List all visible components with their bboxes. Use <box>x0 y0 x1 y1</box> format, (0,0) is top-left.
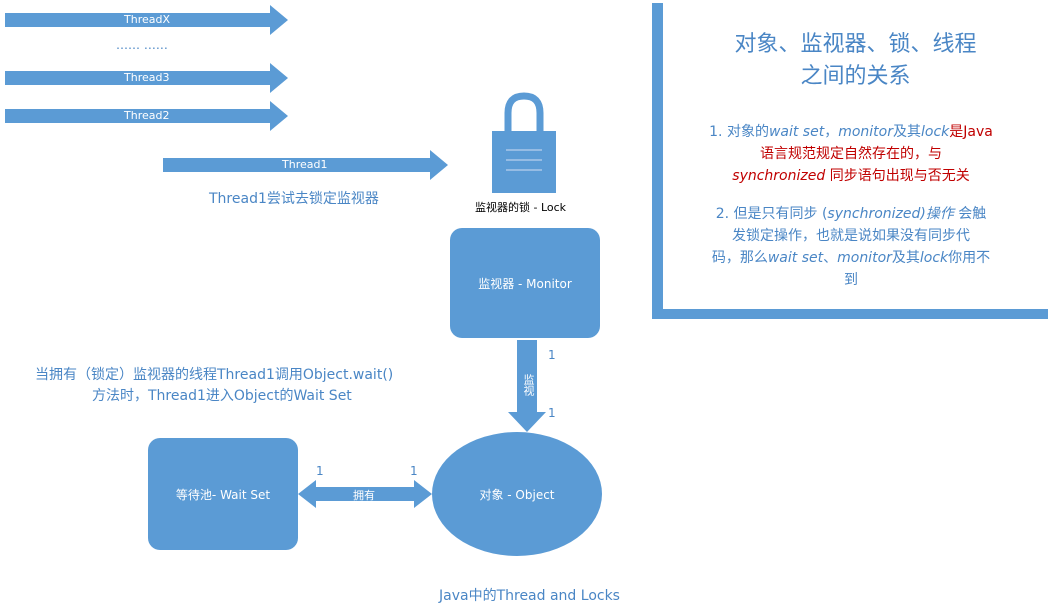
p1-text-i: synchronized <box>732 168 826 184</box>
monitor-arrow-label: 监视 <box>522 374 535 396</box>
wait-note-line2: 方法时，Thread1进入Object的Wait Set <box>92 388 352 404</box>
threadx-label: ThreadX <box>124 13 170 26</box>
thread1-label: Thread1 <box>282 158 328 171</box>
p2-text-e: 码，那么 <box>711 250 768 266</box>
panel-title-line1: 对象、监视器、锁、线程 <box>734 32 977 57</box>
waitset-label: 等待池- Wait Set <box>175 487 271 502</box>
threadx-arrow <box>5 5 288 35</box>
p2-text-j: lock <box>919 250 949 266</box>
lock-label: 监视器的锁 - Lock <box>475 201 567 214</box>
p2-text-d: 发锁定操作，也就是说如果没有同步代 <box>732 228 970 244</box>
panel-point-1: 1. 对象的wait set，monitor及其lock是Java 语言规范规定… <box>691 121 1011 187</box>
monitor-num-top: 1 <box>548 348 556 362</box>
p1-text-d: monitor <box>838 124 893 140</box>
p1-text-a: 1. 对象的 <box>709 124 769 140</box>
p1-text-g: 是Java <box>949 124 993 140</box>
thread3-arrow <box>5 63 288 93</box>
p2-text-l: 到 <box>844 272 858 288</box>
threads-ellipsis: …… …… <box>116 38 168 52</box>
p2-text-c: 会触 <box>953 206 987 222</box>
object-ellipse: 对象 - Object <box>432 432 602 556</box>
p2-text-i: 及其 <box>891 250 920 266</box>
relation-panel: 对象、监视器、锁、线程 之间的关系 1. 对象的wait set，monitor… <box>652 3 1048 319</box>
p1-text-h: 语言规范规定自然存在的，与 <box>760 146 942 162</box>
lock-icon <box>492 92 556 193</box>
p1-text-b: wait set <box>768 124 825 140</box>
thread3-label: Thread3 <box>124 71 170 84</box>
p2-text-f: wait set <box>767 250 824 266</box>
monitor-object-arrow <box>508 340 546 432</box>
diagram-footer: Java中的Thread and Locks <box>439 588 620 604</box>
p2-text-g: 、 <box>823 250 838 266</box>
thread2-arrow <box>5 101 288 131</box>
object-label: 对象 - Object <box>479 487 555 502</box>
wait-note-line1: 当拥有（锁定）监视器的线程Thread1调用Object.wait() <box>35 367 394 383</box>
waitset-arrow-label: 拥有 <box>353 489 375 502</box>
p2-text-b: synchronized)操作 <box>827 206 954 222</box>
thread1-caption: Thread1尝试去锁定监视器 <box>209 191 379 207</box>
waitset-num-left: 1 <box>316 464 324 478</box>
monitor-box: 监视器 - Monitor <box>450 228 600 338</box>
waitset-num-right: 1 <box>410 464 418 478</box>
p1-text-f: lock <box>921 124 950 140</box>
waitset-object-arrow <box>298 480 432 508</box>
thread2-label: Thread2 <box>124 109 170 122</box>
p2-text-a: 2. 但是只有同步 ( <box>715 206 828 222</box>
panel-title-line2: 之间的关系 <box>800 64 911 89</box>
waitset-box: 等待池- Wait Set <box>148 438 298 550</box>
monitor-label: 监视器 - Monitor <box>478 276 572 291</box>
p1-text-c: ， <box>824 124 839 140</box>
p2-text-k: 你用不 <box>948 250 991 266</box>
p2-text-h: monitor <box>837 250 892 266</box>
panel-point-2: 2. 但是只有同步 (synchronized)操作 会触 发锁定操作，也就是说… <box>691 203 1011 291</box>
p1-text-j: 同步语句出现与否无关 <box>825 168 970 184</box>
p1-text-e: 及其 <box>893 124 921 140</box>
monitor-num-bottom: 1 <box>548 406 556 420</box>
thread1-arrow <box>163 150 448 180</box>
